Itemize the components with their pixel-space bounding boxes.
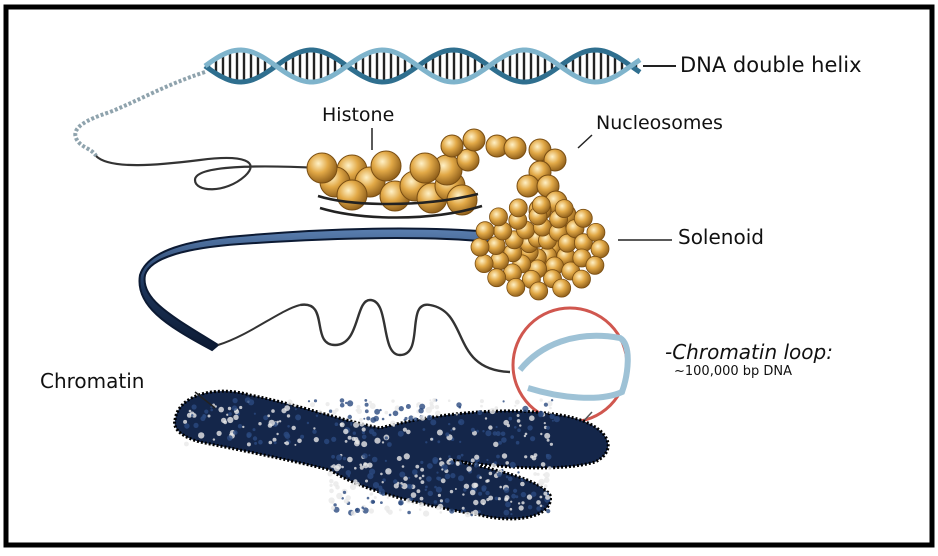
- dna-double-helix-label: DNA double helix: [680, 53, 862, 77]
- histone-label: Histone: [322, 104, 394, 126]
- chromatin-label: Chromatin: [40, 369, 144, 393]
- chromatin-loop-size-label: ~100,000 bp DNA: [674, 364, 792, 379]
- solenoid-label: Solenoid: [678, 225, 764, 249]
- chromatin-loop-label: -Chromatin loop:: [665, 340, 833, 364]
- nucleosomes-label: Nucleosomes: [596, 112, 723, 134]
